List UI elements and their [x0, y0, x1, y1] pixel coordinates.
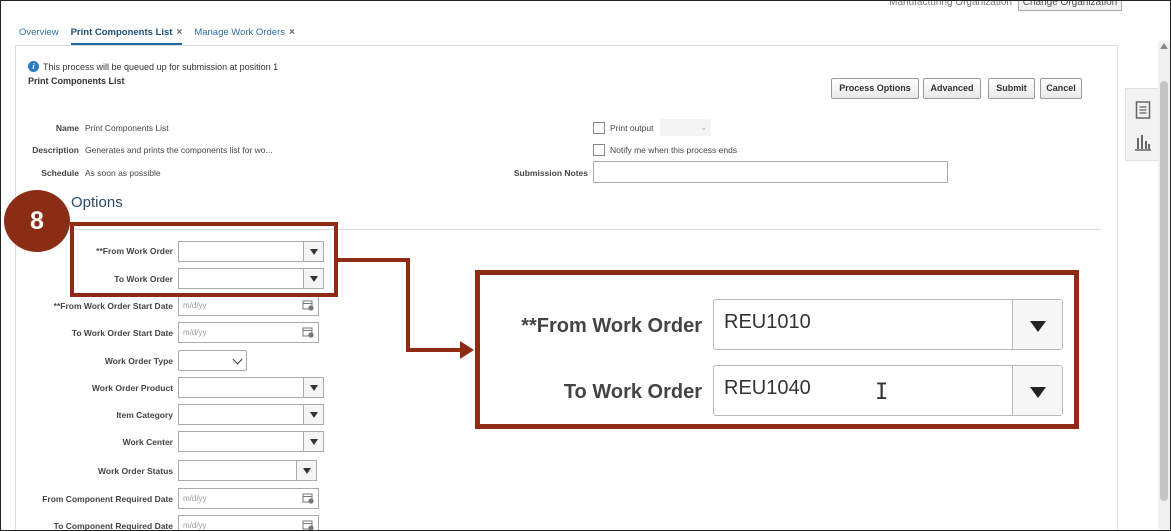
to-work-order-label: To Work Order [114, 274, 173, 284]
content-panel [15, 45, 1118, 530]
zoom-from-value: REU1010 [724, 311, 811, 333]
dropdown-arrow-icon [1012, 366, 1062, 415]
work-order-status-label: Work Order Status [98, 466, 173, 476]
date-placeholder: m/d/yy [183, 328, 207, 337]
to-wo-start-date-label: To Work Order Start Date [71, 328, 173, 338]
notify-checkbox[interactable] [593, 144, 605, 156]
zoom-from-label: **From Work Order [521, 315, 702, 337]
calendar-icon[interactable] [302, 299, 314, 311]
close-icon[interactable]: × [288, 27, 295, 38]
schedule-value: As soon as possible [85, 168, 161, 178]
dropdown-arrow-icon [1012, 300, 1062, 349]
submit-button[interactable]: Submit [988, 78, 1035, 99]
from-component-required-date-input[interactable]: m/d/yy [178, 488, 319, 509]
step-badge: 8 [4, 190, 70, 252]
to-component-required-date-label: To Component Required Date [53, 521, 173, 531]
tab-label: Overview [19, 27, 59, 38]
dropdown-arrow-icon[interactable] [296, 461, 316, 480]
tab-bar: Overview Print Components List × Manage … [19, 23, 295, 45]
name-label: Name [55, 123, 79, 133]
dropdown-arrow-icon[interactable] [303, 378, 323, 397]
document-icon[interactable] [1135, 101, 1151, 119]
date-placeholder: m/d/yy [183, 494, 207, 503]
zoom-callout: **From Work Order REU1010 To Work Order … [475, 270, 1079, 429]
zoom-to-work-order-combo: REU1040 [713, 365, 1063, 416]
item-category-combo[interactable] [178, 404, 324, 425]
work-order-type-label: Work Order Type [104, 356, 173, 366]
calendar-icon[interactable] [302, 326, 314, 338]
dropdown-arrow-icon[interactable] [303, 432, 323, 451]
tab-label: Manage Work Orders [194, 27, 285, 38]
callout-line [406, 258, 410, 352]
arrow-right-icon [460, 341, 474, 359]
submission-notes-label: Submission Notes [513, 168, 588, 178]
info-message: i This process will be queued up for sub… [28, 61, 278, 72]
zoom-to-label: To Work Order [563, 381, 702, 403]
schedule-label: Schedule [41, 168, 79, 178]
tab-overview[interactable]: Overview [19, 23, 59, 45]
zoom-from-work-order-combo: REU1010 [713, 299, 1063, 350]
print-output-label: Print output [610, 123, 654, 133]
tab-manage-work-orders[interactable]: Manage Work Orders × [194, 23, 294, 45]
date-placeholder: m/d/yy [183, 521, 207, 530]
page-title: Print Components List [28, 76, 125, 86]
process-options-button[interactable]: Process Options [831, 78, 919, 99]
to-work-order-combo[interactable] [178, 268, 324, 289]
highlight-box [70, 222, 338, 297]
print-output-checkbox[interactable] [593, 122, 605, 134]
zoom-to-value: REU1040 [724, 377, 811, 399]
text-cursor-icon: I [875, 380, 889, 405]
org-label: Manufacturing Organization [889, 0, 1012, 8]
calendar-icon[interactable] [302, 492, 314, 504]
section-heading: Options [71, 194, 123, 211]
dropdown-arrow-icon[interactable] [303, 405, 323, 424]
callout-line [406, 348, 462, 352]
vertical-scrollbar[interactable] [1158, 41, 1170, 530]
bar-chart-icon[interactable] [1135, 133, 1151, 151]
from-wo-start-date-input[interactable]: m/d/yy [178, 295, 319, 316]
dropdown-arrow-icon[interactable] [303, 269, 323, 288]
tab-label: Print Components List [70, 27, 173, 38]
to-wo-start-date-input[interactable]: m/d/yy [178, 322, 319, 343]
to-component-required-date-input[interactable]: m/d/yy [178, 515, 319, 531]
from-work-order-label: **From Work Order [96, 246, 173, 256]
work-order-product-combo[interactable] [178, 377, 324, 398]
work-order-product-label: Work Order Product [91, 383, 173, 393]
change-organization-button[interactable]: Change Organization [1018, 1, 1122, 11]
scroll-up-icon[interactable] [1160, 43, 1168, 49]
close-icon[interactable]: × [176, 27, 183, 38]
work-order-status-combo[interactable] [178, 460, 317, 481]
work-center-combo[interactable] [178, 431, 324, 452]
work-center-label: Work Center [122, 437, 173, 447]
top-strip: Manufacturing Organization Change Organi… [1, 0, 1170, 15]
advanced-button[interactable]: Advanced [923, 78, 981, 99]
description-value: Generates and prints the components list… [85, 145, 273, 155]
calendar-icon[interactable] [302, 519, 314, 531]
info-icon: i [28, 61, 39, 72]
from-component-required-date-label: From Component Required Date [42, 494, 173, 504]
tab-print-components-list[interactable]: Print Components List × [70, 23, 183, 45]
notify-label: Notify me when this process ends [610, 145, 738, 155]
from-work-order-combo[interactable] [178, 241, 324, 262]
info-message-text: This process will be queued up for submi… [43, 61, 279, 72]
callout-line [338, 258, 410, 262]
item-category-label: Item Category [116, 410, 173, 420]
description-label: Description [32, 145, 79, 155]
dropdown-arrow-icon[interactable] [303, 242, 323, 261]
print-output-format-select: ⌄ [660, 119, 711, 136]
chevron-down-icon [232, 354, 243, 365]
submission-notes-input[interactable] [593, 161, 948, 183]
name-value: Print Components List [85, 123, 169, 133]
cancel-button[interactable]: Cancel [1040, 78, 1082, 99]
work-order-type-select[interactable] [178, 350, 247, 371]
from-wo-start-date-label: **From Work Order Start Date [53, 301, 173, 311]
date-placeholder: m/d/yy [183, 301, 207, 310]
side-panel [1125, 88, 1159, 161]
divider [28, 229, 1101, 230]
scroll-thumb[interactable] [1160, 81, 1168, 501]
